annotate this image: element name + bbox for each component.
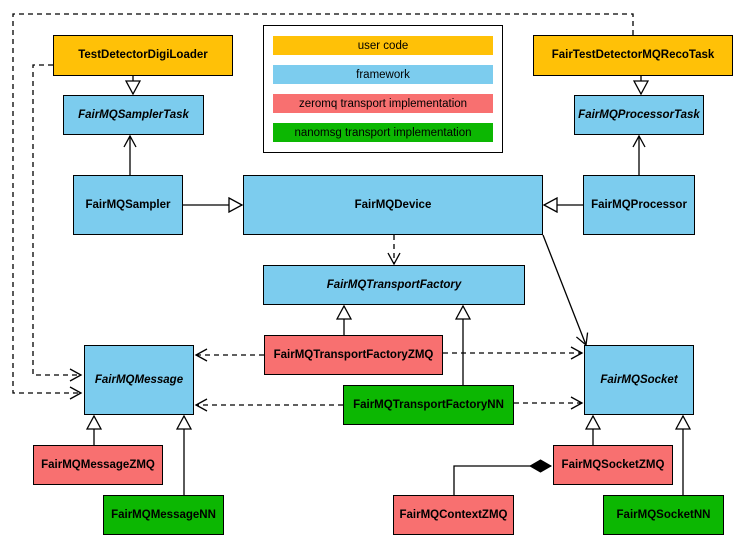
node-label: FairMQProcessor [591, 198, 687, 211]
legend-label: user code [357, 39, 409, 52]
node-fairmqsamplertask: FairMQSamplerTask [63, 95, 204, 135]
node-label: FairMQTransportFactoryNN [353, 398, 504, 411]
node-label: FairMQSocket [600, 373, 678, 386]
node-label: FairMQMessage [94, 373, 184, 386]
legend-box: user code framework zeromq transport imp… [263, 25, 503, 153]
node-fairmqmessagezmq: FairMQMessageZMQ [33, 445, 163, 485]
node-fairmqcontextzmq: FairMQContextZMQ [393, 495, 514, 535]
node-fairmqtransportfactorynn: FairMQTransportFactoryNN [343, 385, 514, 425]
legend-label: zeromq transport implementation [298, 97, 468, 110]
legend-label: framework [356, 68, 410, 81]
node-label: FairMQMessageZMQ [41, 458, 155, 471]
node-fairmqtransportfactoryzmq: FairMQTransportFactoryZMQ [264, 335, 443, 375]
node-label: FairMQDevice [354, 198, 432, 211]
node-label: TestDetectorDigiLoader [78, 49, 208, 62]
node-label: FairMQTransportFactoryZMQ [273, 348, 434, 361]
node-fairmqprocessor: FairMQProcessor [583, 175, 695, 235]
node-label: FairTestDetectorMQRecoTask [551, 49, 715, 62]
legend-item-framework: framework [273, 65, 493, 84]
node-fairmqsocketzmq: FairMQSocketZMQ [553, 445, 673, 485]
node-label: FairMQMessageNN [111, 508, 216, 521]
edge-device-socket-association [542, 234, 589, 347]
node-label: FairMQSamplerTask [78, 108, 189, 121]
edge-recotask-message-dependency [12, 13, 634, 400]
legend-item-nanomsg: nanomsg transport implementation [273, 123, 493, 142]
node-label: FairMQSampler [85, 198, 171, 211]
legend-label: nanomsg transport implementation [294, 126, 472, 139]
node-label: FairMQSocketNN [616, 508, 711, 521]
node-fairmqmessagenn: FairMQMessageNN [103, 495, 224, 535]
edge-contextzmq-socketzmq-composition [453, 459, 553, 495]
node-testdetectordigiloader: TestDetectorDigiLoader [53, 35, 233, 76]
node-fairmqsocket: FairMQSocket [584, 345, 694, 415]
node-fairmqmessage: FairMQMessage [84, 345, 194, 415]
node-fairmqsampler: FairMQSampler [73, 175, 183, 235]
node-fairmqdevice: FairMQDevice [243, 175, 543, 235]
node-fairtestdetectormqrecotask: FairTestDetectorMQRecoTask [533, 35, 733, 76]
node-label: FairMQProcessorTask [578, 108, 700, 121]
node-fairmqtransportfactory: FairMQTransportFactory [263, 265, 525, 305]
node-label: FairMQContextZMQ [399, 508, 508, 521]
node-label: FairMQSocketZMQ [561, 458, 665, 471]
edge-digiloader-message-dependency [32, 64, 83, 382]
legend-item-user-code: user code [273, 36, 493, 55]
node-fairmqprocessortask: FairMQProcessorTask [574, 95, 704, 135]
node-label: FairMQTransportFactory [326, 278, 462, 291]
node-fairmqsocketnn: FairMQSocketNN [603, 495, 724, 535]
legend-item-zeromq: zeromq transport implementation [273, 94, 493, 113]
